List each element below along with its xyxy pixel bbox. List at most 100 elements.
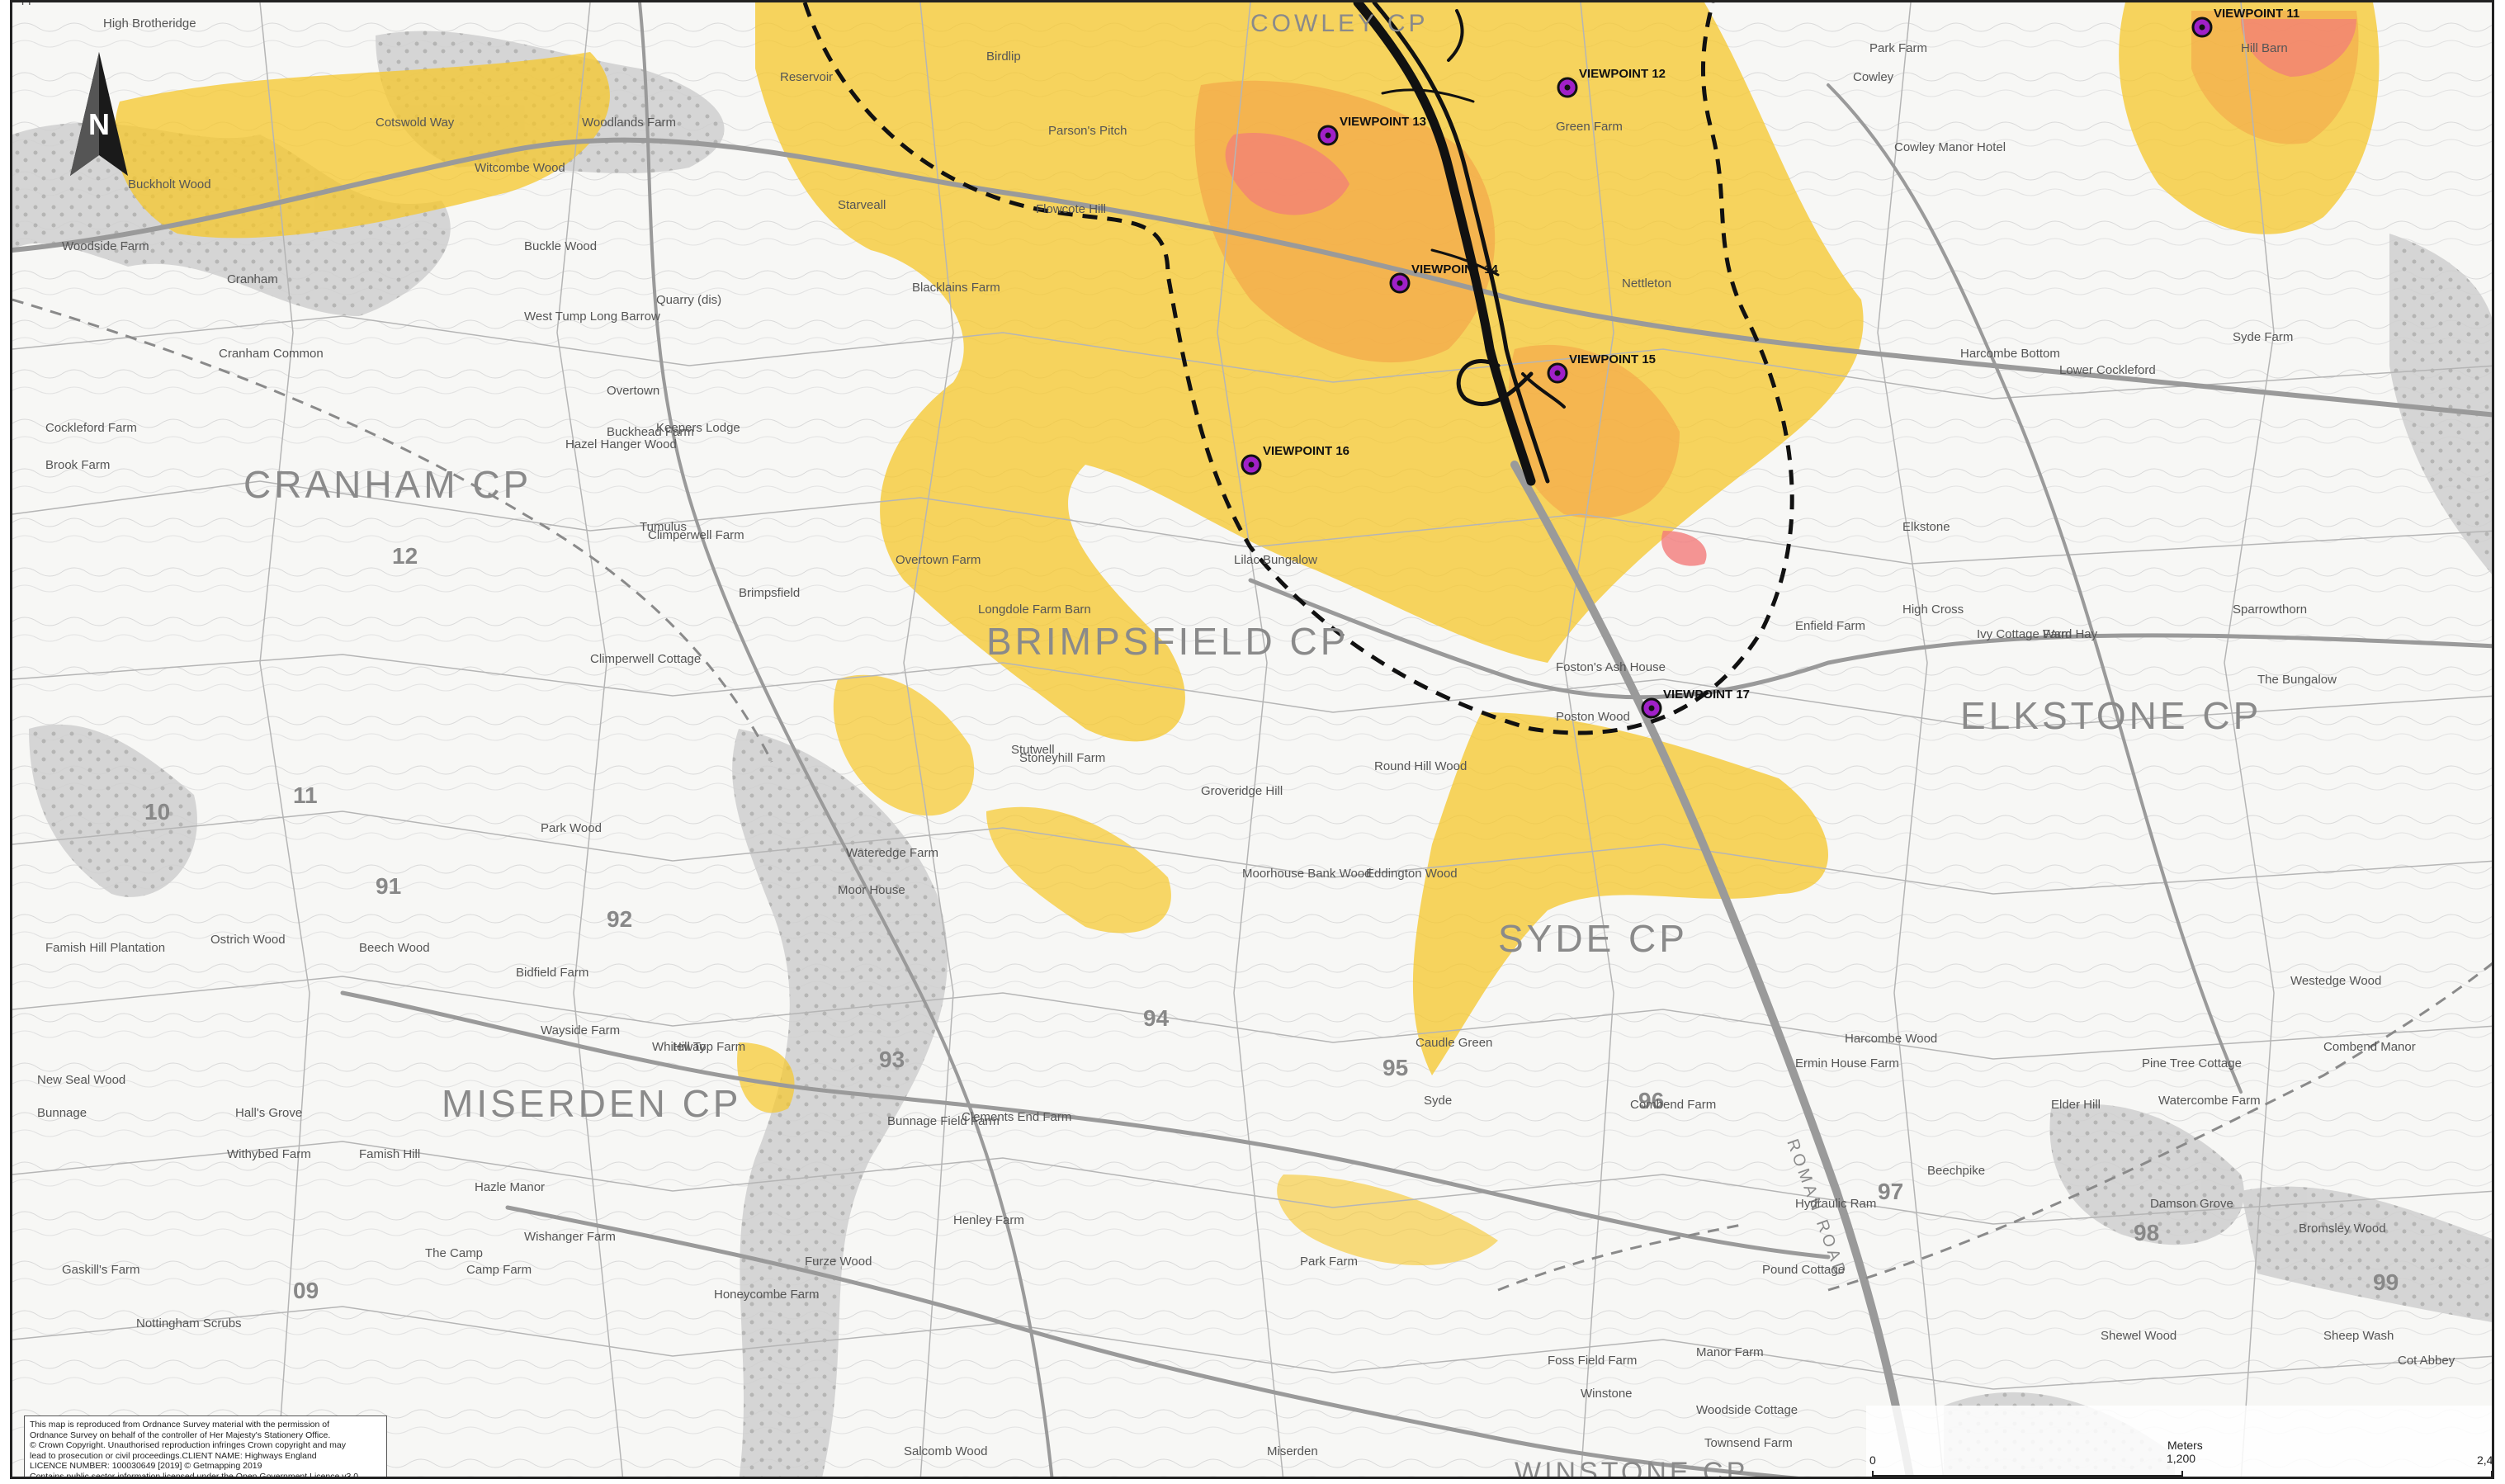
woodland-area [732, 729, 948, 1477]
place-label: Hazle Manor [475, 1180, 545, 1194]
grid-number: 99 [2373, 1269, 2399, 1295]
place-label: Hill Top Farm [673, 1040, 745, 1054]
place-label: Foston's Ash House [1556, 660, 1666, 674]
place-label: Hall's Grove [235, 1106, 302, 1120]
place-label: Wishanger Farm [524, 1230, 616, 1244]
place-label: Park Wood [541, 821, 602, 835]
viewpoint-label: VIEWPOINT 12 [1579, 67, 1666, 81]
viewpoint-marker[interactable]: VIEWPOINT 14 [1389, 262, 1499, 294]
viewpoint-center-dot [2199, 24, 2205, 31]
place-label: Lilac Bungalow [1234, 553, 1317, 567]
place-label: Blacklains Farm [912, 281, 1000, 295]
zone-orange [1508, 344, 1680, 519]
scheme-junction [1456, 359, 1534, 406]
road [638, 2, 1054, 1477]
area-label: SYDE CP [1498, 917, 1688, 960]
place-label: Syde Farm [2233, 330, 2293, 344]
place-label: Buckholt Wood [128, 177, 211, 191]
woodland-area [29, 724, 197, 897]
field-boundaries [12, 2, 2492, 1477]
viewpoint-marker[interactable]: VIEWPOINT 13 [1317, 115, 1426, 146]
copyright-line: © Crown Copyright. Unauthorised reproduc… [30, 1440, 347, 1450]
copyright-line: Ordnance Survey on behalf of the control… [30, 1430, 331, 1440]
place-label: Moor House [838, 883, 905, 897]
grid-references: 91 92 93 94 95 96 97 98 99 12 11 10 09 [144, 543, 2399, 1303]
scheme-mainline [1372, 2, 1550, 484]
place-label: Overtown Farm [896, 553, 981, 567]
zone-yellow [114, 52, 610, 239]
viewpoint-marker[interactable]: VIEWPOINT 17 [1641, 688, 1750, 719]
place-label: Moorhouse Bank Wood [1242, 867, 1371, 881]
area-label: CRANHAM CP [243, 463, 532, 506]
copyright-notice: This map is reproduced from Ordnance Sur… [24, 1415, 387, 1477]
grid-number: 10 [144, 799, 170, 825]
zone-yellow [755, 2, 1864, 742]
grid-number: 96 [1638, 1088, 1664, 1113]
place-label: Brimpsfield [739, 586, 800, 600]
road [1248, 578, 2492, 700]
visibility-zones [114, 2, 2380, 1265]
grid-number: 91 [376, 873, 401, 899]
scale-bar-graphic [1872, 1471, 2492, 1477]
place-label: Townsend Farm [1704, 1436, 1793, 1450]
viewpoint-center-dot [1564, 84, 1571, 91]
map-canvas[interactable]: 91 92 93 94 95 96 97 98 99 12 11 10 09 C… [12, 2, 2494, 1479]
grid-number: 97 [1878, 1179, 1903, 1204]
place-label: Eddington Wood [1366, 867, 1458, 881]
place-label: Syde [1424, 1094, 1452, 1108]
place-label: Wayside Farm [541, 1023, 620, 1037]
place-label: Climperwell Cottage [590, 652, 701, 666]
grid-number: 12 [392, 543, 418, 569]
place-label: Harcombe Wood [1845, 1032, 1937, 1046]
scale-bar-title: Meters [2167, 1439, 2203, 1452]
place-label: Upper Cockleford [12, 2, 109, 6]
place-label: Elkstone [1902, 520, 1950, 534]
place-label: Pine Tree Cottage [2142, 1056, 2242, 1070]
viewpoint-label: VIEWPOINT 14 [1411, 262, 1499, 276]
place-label: Witcombe Wood [475, 161, 565, 175]
map-frame[interactable]: 91 92 93 94 95 96 97 98 99 12 11 10 09 C… [10, 0, 2494, 1479]
zone-yellow [986, 806, 1171, 933]
place-label: Cranham [227, 272, 278, 286]
place-label: Salcomb Wood [904, 1444, 987, 1458]
place-label: Cotswold Way [376, 116, 455, 130]
viewpoint-marker[interactable]: VIEWPOINT 12 [1557, 67, 1666, 98]
place-label: Whiteway [652, 1040, 707, 1054]
place-label: Caudle Green [1416, 1036, 1492, 1050]
viewpoint-label: VIEWPOINT 17 [1663, 688, 1750, 702]
area-label: BRIMPSFIELD CP [986, 620, 1349, 663]
place-label: Beech Wood [359, 941, 430, 955]
footpaths [12, 298, 2492, 1292]
scheme-junction [1381, 88, 1475, 103]
place-label: Combend Farm [1630, 1098, 1716, 1112]
viewpoint-label: VIEWPOINT 15 [1569, 352, 1656, 366]
place-label: Nettleton [1622, 276, 1671, 291]
place-label: Woodside Cottage [1696, 1403, 1798, 1417]
viewpoint-layer: VIEWPOINT 11 VIEWPOINT 12 VIEWPOINT 13 VIEW… [1241, 7, 2299, 719]
viewpoint-center-dot [1648, 705, 1655, 711]
scale-bar-tick-label: 2,400 [2477, 1453, 2493, 1467]
grid-number: 98 [2134, 1220, 2159, 1245]
zone-yellow [833, 674, 975, 816]
zone-pink [2241, 19, 2356, 77]
area-labels: CRANHAM CP BRIMPSFIELD CP ELKSTONE CP MI… [243, 10, 2258, 1477]
place-label: Starveall [838, 198, 886, 212]
place-label: Bunnage [37, 1106, 87, 1120]
place-label: Climperwell Farm [648, 528, 744, 542]
place-label: Groveridge Hill [1201, 784, 1283, 798]
place-label: Cowley [1853, 70, 1894, 84]
viewpoint-marker[interactable]: VIEWPOINT 15 [1547, 352, 1656, 384]
place-label: Reservoir [780, 70, 833, 84]
viewpoint-marker[interactable]: VIEWPOINT 11 [2191, 7, 2299, 38]
place-label: Famish Hill Plantation [45, 941, 165, 955]
place-label: Hazel Hanger Wood [565, 437, 677, 451]
viewpoint-marker[interactable]: VIEWPOINT 16 [1241, 444, 1349, 475]
place-label: High Cross [1902, 603, 1964, 617]
place-label: Westedge Wood [2290, 974, 2381, 988]
place-label: Clements End Farm [962, 1110, 1071, 1124]
study-area-boundary [802, 2, 1794, 735]
viewpoint-label: VIEWPOINT 16 [1263, 444, 1349, 458]
woodland-area [2241, 1186, 2492, 1322]
place-label: Cranham Common [219, 347, 324, 361]
place-label: Combend Manor [2323, 1040, 2416, 1054]
